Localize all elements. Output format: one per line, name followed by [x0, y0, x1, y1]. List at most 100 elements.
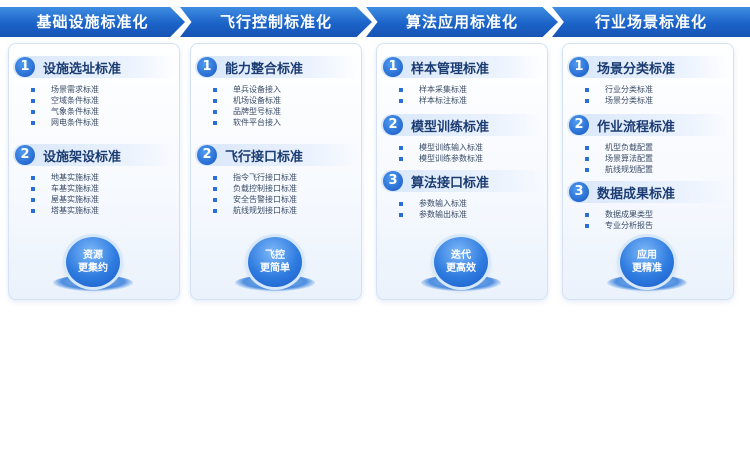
list-item: 场景需求标准: [31, 84, 175, 95]
square-bullet-icon: [31, 175, 35, 180]
list-item: 地基实施标准: [31, 172, 175, 183]
section-number: 3: [569, 182, 589, 202]
square-bullet-icon: [585, 87, 589, 92]
badge-line-1: 资源: [83, 250, 103, 261]
section-title: 模型训练标准: [411, 119, 490, 135]
list-item: 塔基实施标准: [31, 205, 175, 216]
stage-header-algorithm: 算法应用标准化: [366, 7, 558, 37]
stage-header-flight-control: 飞行控制标准化: [180, 7, 372, 37]
outcome-badge: 迭代 更高效: [377, 237, 547, 295]
item-list: 地基实施标准 车基实施标准 屋基实施标准 塔基实施标准: [13, 172, 175, 216]
item-text: 样本标注标准: [419, 96, 467, 105]
section: 1 能力整合标准 单兵设备接入 机场设备标准 品牌型号标准 软件平台接入: [195, 56, 357, 128]
stage-card-flight-control: 1 能力整合标准 单兵设备接入 机场设备标准 品牌型号标准 软件平台接入 2 飞…: [190, 43, 362, 300]
list-item: 网电条件标准: [31, 117, 175, 128]
badge-line-2: 更简单: [260, 263, 290, 274]
stage-card-industry: 1 场景分类标准 行业分类标准 场景分类标准 2 作业流程标准 机型负载配置 场…: [562, 43, 734, 300]
list-item: 指令飞行接口标准: [213, 172, 357, 183]
section-header: 1 能力整合标准: [195, 56, 357, 78]
stage-card-infrastructure: 1 设施选址标准 场景需求标准 空域条件标准 气象条件标准 网电条件标准 2 设…: [8, 43, 180, 300]
section-number: 1: [569, 57, 589, 77]
list-item: 场景算法配置: [585, 153, 729, 164]
section-number: 2: [383, 115, 403, 135]
section-title: 样本管理标准: [411, 61, 490, 77]
section-header: 1 设施选址标准: [13, 56, 175, 78]
stage-header-industry: 行业场景标准化: [552, 7, 750, 37]
list-item: 单兵设备接入: [213, 84, 357, 95]
section-number: 3: [383, 171, 403, 191]
square-bullet-icon: [585, 167, 589, 172]
square-bullet-icon: [213, 208, 217, 213]
square-bullet-icon: [31, 109, 35, 114]
list-item: 参数输出标准: [399, 209, 543, 220]
outcome-badge: 应用 更精准: [563, 237, 733, 295]
stage-card-algorithm: 1 样本管理标准 样本采集标准 样本标注标准 2 模型训练标准 模型训练输入标准…: [376, 43, 548, 300]
section-title: 设施选址标准: [43, 61, 122, 77]
item-text: 空域条件标准: [51, 96, 99, 105]
section-title: 能力整合标准: [225, 61, 304, 77]
list-item: 空域条件标准: [31, 95, 175, 106]
section-header: 3 数据成果标准: [567, 181, 729, 203]
item-list: 机型负载配置 场景算法配置 航线规划配置: [567, 142, 729, 175]
section-number: 1: [383, 57, 403, 77]
item-text: 参数输入标准: [419, 199, 467, 208]
outcome-badge: 资源 更集约: [9, 237, 179, 295]
list-item: 安全告警接口标准: [213, 194, 357, 205]
square-bullet-icon: [399, 87, 403, 92]
outcome-badge: 飞控 更简单: [191, 237, 361, 295]
square-bullet-icon: [399, 98, 403, 103]
item-text: 样本采集标准: [419, 85, 467, 94]
section-title: 数据成果标准: [597, 186, 676, 202]
item-text: 车基实施标准: [51, 184, 99, 193]
list-item: 行业分类标准: [585, 84, 729, 95]
item-text: 软件平台接入: [233, 118, 281, 127]
square-bullet-icon: [31, 208, 35, 213]
list-item: 机型负载配置: [585, 142, 729, 153]
square-bullet-icon: [399, 201, 403, 206]
square-bullet-icon: [213, 120, 217, 125]
list-item: 样本采集标准: [399, 84, 543, 95]
section-title: 设施架设标准: [43, 149, 122, 165]
section-header: 3 算法接口标准: [381, 170, 543, 192]
item-text: 安全告警接口标准: [233, 195, 297, 204]
item-text: 场景算法配置: [605, 154, 653, 163]
square-bullet-icon: [31, 120, 35, 125]
section: 1 设施选址标准 场景需求标准 空域条件标准 气象条件标准 网电条件标准: [13, 56, 175, 128]
badge-line-1: 飞控: [265, 250, 285, 261]
square-bullet-icon: [31, 87, 35, 92]
item-text: 机场设备标准: [233, 96, 281, 105]
section: 2 模型训练标准 模型训练输入标准 模型训练参数标准: [381, 114, 543, 164]
badge-circle: 应用 更精准: [620, 237, 674, 287]
item-text: 参数输出标准: [419, 210, 467, 219]
list-item: 参数输入标准: [399, 198, 543, 209]
item-list: 参数输入标准 参数输出标准: [381, 198, 543, 220]
item-text: 单兵设备接入: [233, 85, 281, 94]
badge-line-2: 更高效: [446, 263, 476, 274]
item-text: 专业分析报告: [605, 221, 653, 230]
badge-circle: 飞控 更简单: [248, 237, 302, 287]
list-item: 屋基实施标准: [31, 194, 175, 205]
section: 1 场景分类标准 行业分类标准 场景分类标准: [567, 56, 729, 106]
section-number: 2: [569, 115, 589, 135]
item-text: 数据成果类型: [605, 210, 653, 219]
section-number: 1: [197, 57, 217, 77]
item-text: 场景分类标准: [605, 96, 653, 105]
list-item: 模型训练输入标准: [399, 142, 543, 153]
section-header: 1 样本管理标准: [381, 56, 543, 78]
item-text: 网电条件标准: [51, 118, 99, 127]
square-bullet-icon: [31, 98, 35, 103]
square-bullet-icon: [213, 87, 217, 92]
list-item: 航线规划接口标准: [213, 205, 357, 216]
item-text: 屋基实施标准: [51, 195, 99, 204]
square-bullet-icon: [31, 197, 35, 202]
section-header: 2 设施架设标准: [13, 144, 175, 166]
section: 3 数据成果标准 数据成果类型 专业分析报告: [567, 181, 729, 231]
section: 2 设施架设标准 地基实施标准 车基实施标准 屋基实施标准 塔基实施标准: [13, 144, 175, 216]
item-text: 品牌型号标准: [233, 107, 281, 116]
item-list: 场景需求标准 空域条件标准 气象条件标准 网电条件标准: [13, 84, 175, 128]
list-item: 场景分类标准: [585, 95, 729, 106]
item-text: 气象条件标准: [51, 107, 99, 116]
item-text: 航线规划接口标准: [233, 206, 297, 215]
stage-header-infrastructure: 基础设施标准化: [0, 7, 185, 37]
section-title: 算法接口标准: [411, 175, 490, 191]
